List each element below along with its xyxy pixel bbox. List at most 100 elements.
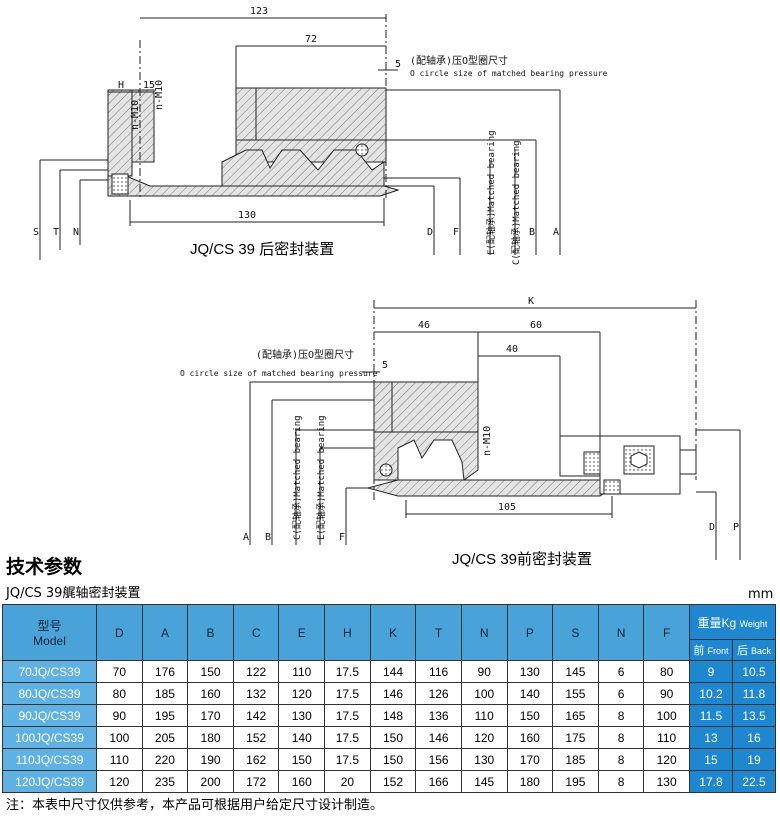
model-cell: 120JQ/CS39 bbox=[1, 770, 98, 793]
value-cell: 165 bbox=[552, 704, 599, 727]
value-cell: 150 bbox=[187, 660, 234, 683]
rear-seal-caption: JQ/CS 39 后密封装置 bbox=[190, 241, 335, 258]
value-cell: 130 bbox=[460, 748, 508, 771]
dim-n-m10-side: n-M10 bbox=[130, 100, 141, 130]
header-col: N bbox=[597, 604, 645, 661]
header-col: D bbox=[96, 604, 143, 661]
dim-105: 105 bbox=[498, 502, 516, 513]
header-col: F bbox=[643, 604, 690, 661]
weight-front-cell: 11.5 bbox=[688, 704, 733, 727]
value-cell: 220 bbox=[141, 748, 189, 771]
dim-F: F bbox=[453, 227, 459, 238]
value-cell: 140 bbox=[506, 682, 554, 705]
header-model: 型号 Model bbox=[1, 604, 98, 661]
bearing-C-label-front: C(配轴承)Matched bearing bbox=[291, 415, 303, 540]
value-cell: 126 bbox=[415, 682, 462, 705]
value-cell: 175 bbox=[552, 726, 599, 749]
value-cell: 6 bbox=[597, 660, 645, 683]
value-cell: 80 bbox=[643, 660, 690, 683]
value-cell: 8 bbox=[597, 748, 645, 771]
parameters-table: 型号 Model D A B C E H K T N P S N F 重量Kg … bbox=[1, 604, 777, 793]
unit-label: mm bbox=[748, 587, 774, 602]
value-cell: 136 bbox=[415, 704, 462, 727]
model-cell: 70JQ/CS39 bbox=[1, 660, 98, 683]
value-cell: 200 bbox=[187, 770, 234, 793]
weight-back-cell: 16 bbox=[731, 726, 777, 749]
front-seal-caption: JQ/CS 39前密封装置 bbox=[452, 551, 593, 568]
section-heading: 技术参数 bbox=[6, 556, 83, 578]
value-cell: 17.5 bbox=[324, 682, 371, 705]
value-cell: 152 bbox=[369, 770, 417, 793]
value-cell: 100 bbox=[643, 704, 690, 727]
model-cell: 110JQ/CS39 bbox=[1, 748, 98, 771]
dim-A-front: A bbox=[243, 532, 249, 543]
value-cell: 152 bbox=[232, 726, 280, 749]
value-cell: 70 bbox=[96, 660, 143, 683]
oring-label-cn-front: (配轴承)压O型圈尺寸 bbox=[256, 348, 354, 361]
header-col: E bbox=[278, 604, 326, 661]
bearing-E-label-front: E(配轴承)Matched bearing bbox=[315, 415, 327, 540]
value-cell: 132 bbox=[232, 682, 280, 705]
value-cell: 155 bbox=[552, 682, 599, 705]
dim-T: T bbox=[53, 227, 59, 238]
weight-back-cell: 22.5 bbox=[731, 770, 777, 793]
dim-S: S bbox=[33, 227, 39, 238]
header-front: 前 Front bbox=[688, 639, 733, 661]
dim-K: K bbox=[528, 296, 534, 307]
dim-40: 40 bbox=[506, 344, 518, 355]
weight-back-cell: 13.5 bbox=[731, 704, 777, 727]
header-col: C bbox=[232, 604, 280, 661]
bearing-C-label: C(配轴承)Matched bearing bbox=[510, 140, 522, 265]
value-cell: 190 bbox=[187, 748, 234, 771]
dim-123: 123 bbox=[250, 6, 268, 17]
value-cell: 170 bbox=[506, 748, 554, 771]
header-col: T bbox=[415, 604, 462, 661]
value-cell: 146 bbox=[415, 726, 462, 749]
value-cell: 148 bbox=[369, 704, 417, 727]
value-cell: 160 bbox=[187, 682, 234, 705]
header-col: H bbox=[324, 604, 371, 661]
model-cell: 100JQ/CS39 bbox=[1, 726, 98, 749]
value-cell: 205 bbox=[141, 726, 189, 749]
dim-130: 130 bbox=[238, 210, 256, 221]
dim-60: 60 bbox=[530, 320, 542, 331]
dim-D: D bbox=[427, 227, 433, 238]
header-col: N bbox=[460, 604, 508, 661]
value-cell: 110 bbox=[96, 748, 143, 771]
weight-front-cell: 13 bbox=[688, 726, 733, 749]
header-weight: 重量Kg Weight bbox=[688, 604, 777, 640]
value-cell: 195 bbox=[141, 704, 189, 727]
value-cell: 162 bbox=[232, 748, 280, 771]
dim-5-front: 5 bbox=[382, 360, 388, 371]
footnote: 注：本表中尺寸仅供参考，本产品可根据用户给定尺寸设计制造。 bbox=[6, 798, 384, 813]
rear-seal-drawing bbox=[39, 14, 561, 260]
weight-front-cell: 15 bbox=[688, 748, 733, 771]
value-cell: 150 bbox=[506, 704, 554, 727]
value-cell: 180 bbox=[187, 726, 234, 749]
dim-P-front: P bbox=[733, 522, 739, 533]
header-col: A bbox=[141, 604, 189, 661]
value-cell: 144 bbox=[369, 660, 417, 683]
value-cell: 235 bbox=[141, 770, 189, 793]
value-cell: 145 bbox=[552, 660, 599, 683]
header-col: P bbox=[506, 604, 554, 661]
dim-n-m10-front: n-M10 bbox=[482, 426, 493, 456]
value-cell: 110 bbox=[460, 704, 508, 727]
value-cell: 150 bbox=[278, 748, 326, 771]
front-seal-drawing bbox=[249, 300, 741, 560]
weight-back-cell: 11.8 bbox=[731, 682, 777, 705]
oring-label-en-front: O circle size of matched bearing pressur… bbox=[180, 369, 378, 378]
value-cell: 17.5 bbox=[324, 748, 371, 771]
dim-15: 15 bbox=[143, 80, 155, 91]
value-cell: 150 bbox=[369, 726, 417, 749]
value-cell: 17.5 bbox=[324, 704, 371, 727]
value-cell: 120 bbox=[460, 726, 508, 749]
value-cell: 130 bbox=[643, 770, 690, 793]
value-cell: 8 bbox=[597, 704, 645, 727]
value-cell: 80 bbox=[96, 682, 143, 705]
